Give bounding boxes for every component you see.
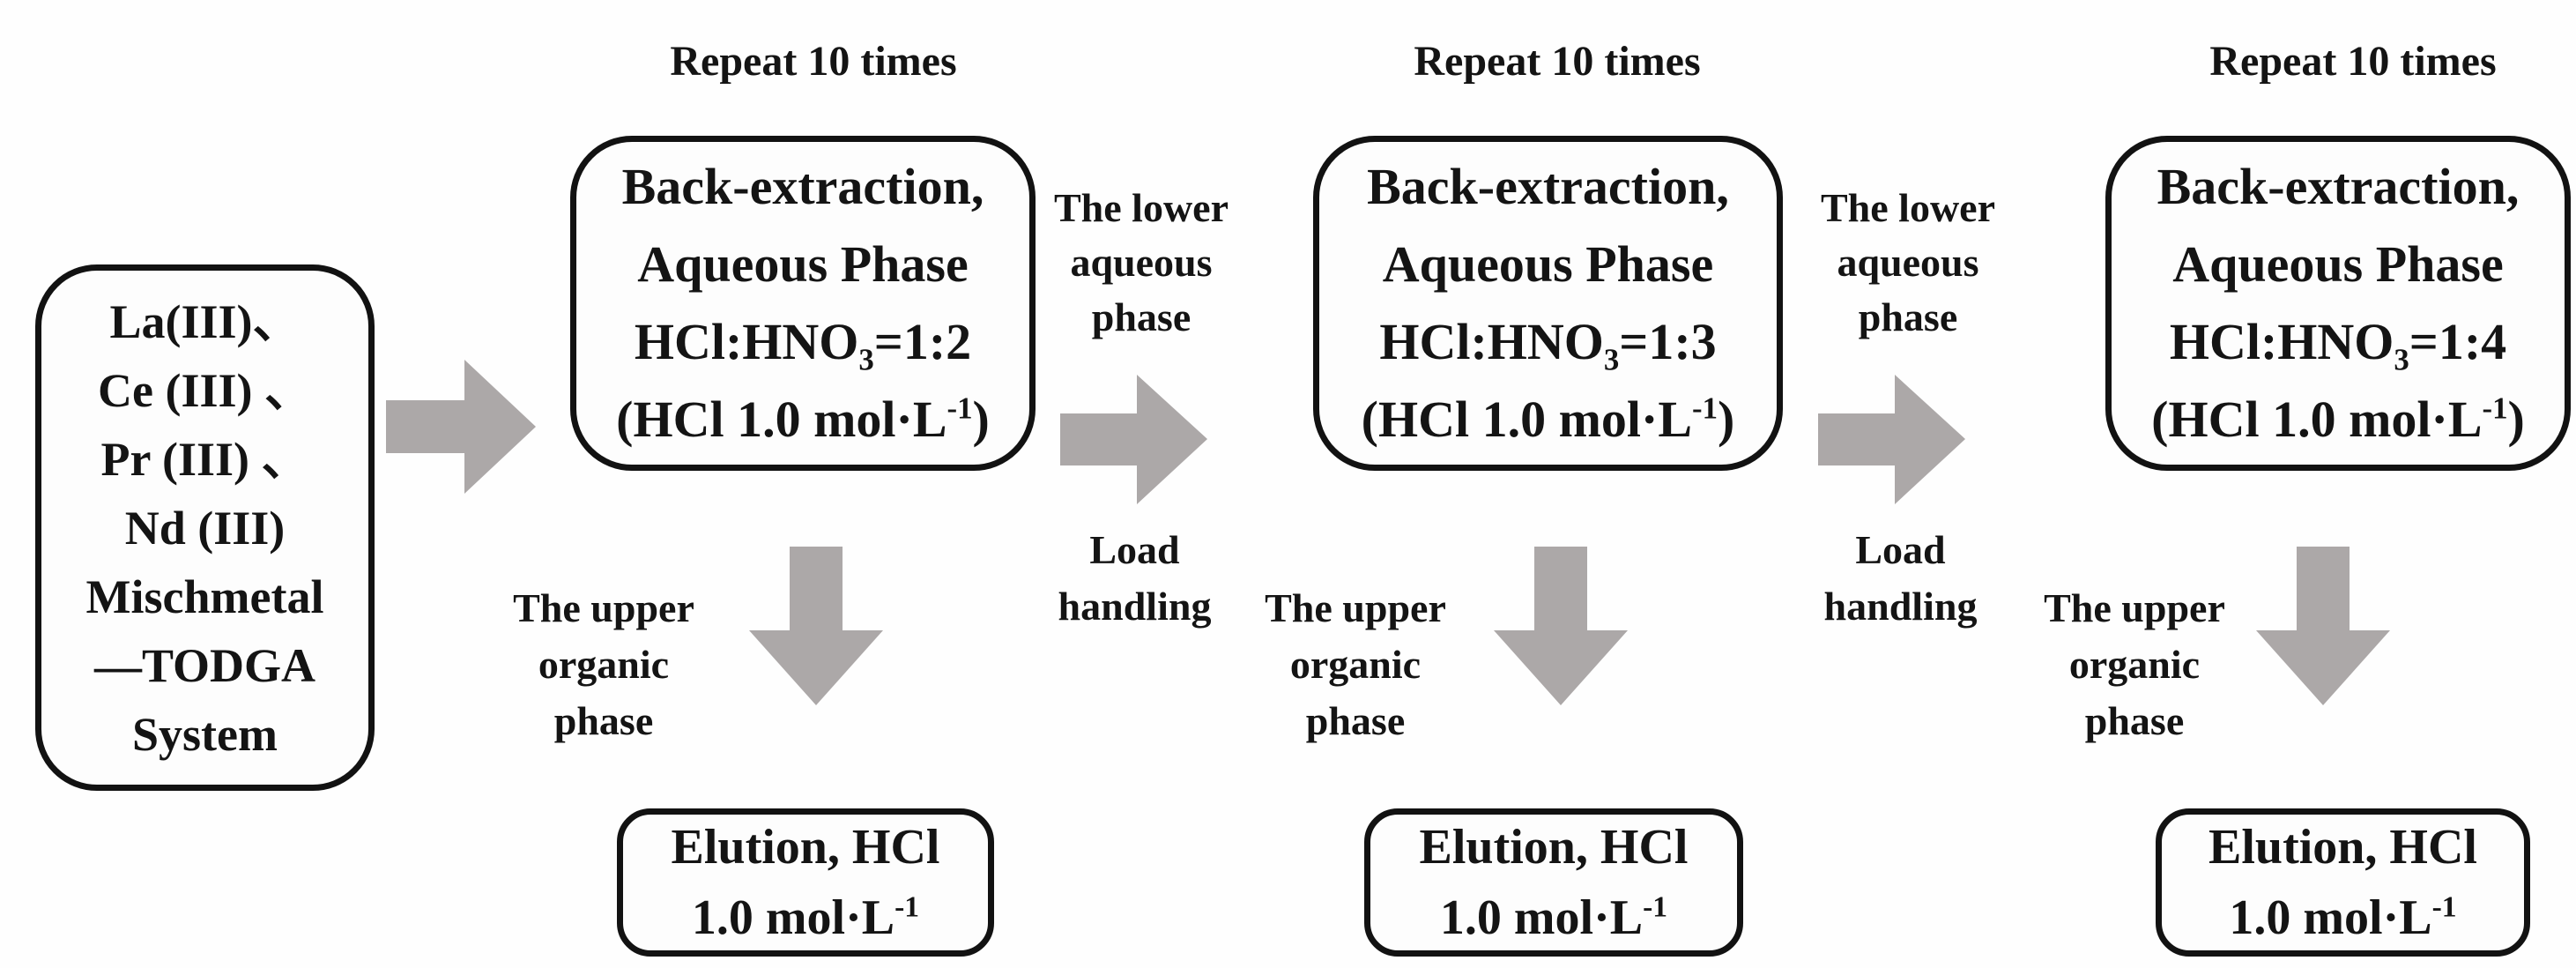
right-arrow-shape <box>1818 375 1965 504</box>
elution-line-conc: 1.0 mol·L-1 <box>691 890 920 945</box>
lower-aqueous-phase-label: The lower aqueous phase <box>1053 185 1229 339</box>
right-arrow-shape <box>386 360 536 494</box>
down-arrow-shape <box>1494 547 1628 705</box>
right-arrow-icon <box>1060 375 1207 504</box>
box-line: Back-extraction, <box>621 158 984 215</box>
upper-organic-phase-label: The upper organic phase <box>1265 585 1446 743</box>
repeat-label: Repeat 10 times <box>1414 38 1701 85</box>
down-arrow-icon <box>1494 547 1628 705</box>
down-arrow-shape <box>749 547 883 705</box>
box-line-conc: (HCl 1.0 mol·L-1) <box>2151 391 2525 448</box>
box-line: Aqueous Phase <box>2172 235 2504 293</box>
source-line: —TODGA <box>93 638 316 692</box>
down-arrow-icon <box>749 547 883 705</box>
box-line: Back-extraction, <box>2157 158 2520 215</box>
source-line: Pr (III) 、 <box>100 432 309 486</box>
repeat-label: Repeat 10 times <box>2209 38 2497 85</box>
elution-line: Elution, HCl <box>2209 820 2477 875</box>
elution-box-1: Elution, HCl 1.0 mol·L-1 <box>617 808 994 957</box>
elution-line: Elution, HCl <box>1419 820 1689 875</box>
box-line-ratio: HCl:HNO3=1:3 <box>1379 313 1717 377</box>
upper-organic-phase-label: The upper organic phase <box>513 585 694 743</box>
repeat-label: Repeat 10 times <box>670 38 957 85</box>
down-arrow-icon <box>2256 547 2390 705</box>
box-line-ratio: HCl:HNO3=1:4 <box>2169 313 2507 377</box>
load-handling-label: Load handling <box>1058 527 1212 629</box>
elution-line-conc: 1.0 mol·L-1 <box>2229 890 2457 945</box>
right-arrow-icon <box>386 360 536 494</box>
source-line: La(III)、 <box>109 294 301 348</box>
right-arrow-icon <box>1818 375 1965 504</box>
elution-line-conc: 1.0 mol·L-1 <box>1439 890 1668 945</box>
lower-aqueous-phase-label: The lower aqueous phase <box>1820 185 1995 339</box>
box-line-conc: (HCl 1.0 mol·L-1) <box>1361 391 1735 448</box>
source-line: Mischmetal <box>85 570 324 623</box>
down-arrow-shape <box>2256 547 2390 705</box>
box-line: Back-extraction, <box>1367 158 1729 215</box>
box-line-conc: (HCl 1.0 mol·L-1) <box>616 391 990 448</box>
load-handling-label: Load handling <box>1823 527 1978 629</box>
source-line: Ce (III) 、 <box>98 363 312 417</box>
upper-organic-phase-label: The upper organic phase <box>2044 585 2225 743</box>
right-arrow-shape <box>1060 375 1207 504</box>
back-extraction-box-3: Back-extraction, Aqueous Phase HCl:HNO3=… <box>2105 136 2571 471</box>
source-line: System <box>132 707 278 761</box>
back-extraction-box-2: Back-extraction, Aqueous Phase HCl:HNO3=… <box>1313 136 1783 471</box>
source-system-box: La(III)、 Ce (III) 、 Pr (III) 、 Nd (III) … <box>35 264 375 791</box>
box-line-ratio: HCl:HNO3=1:2 <box>634 313 972 377</box>
elution-box-3: Elution, HCl 1.0 mol·L-1 <box>2156 808 2530 957</box>
elution-box-2: Elution, HCl 1.0 mol·L-1 <box>1364 808 1743 957</box>
source-line: Nd (III) <box>124 501 286 555</box>
elution-line: Elution, HCl <box>671 820 940 875</box>
back-extraction-box-1: Back-extraction, Aqueous Phase HCl:HNO3=… <box>570 136 1036 471</box>
box-line: Aqueous Phase <box>637 235 969 293</box>
box-line: Aqueous Phase <box>1382 235 1714 293</box>
